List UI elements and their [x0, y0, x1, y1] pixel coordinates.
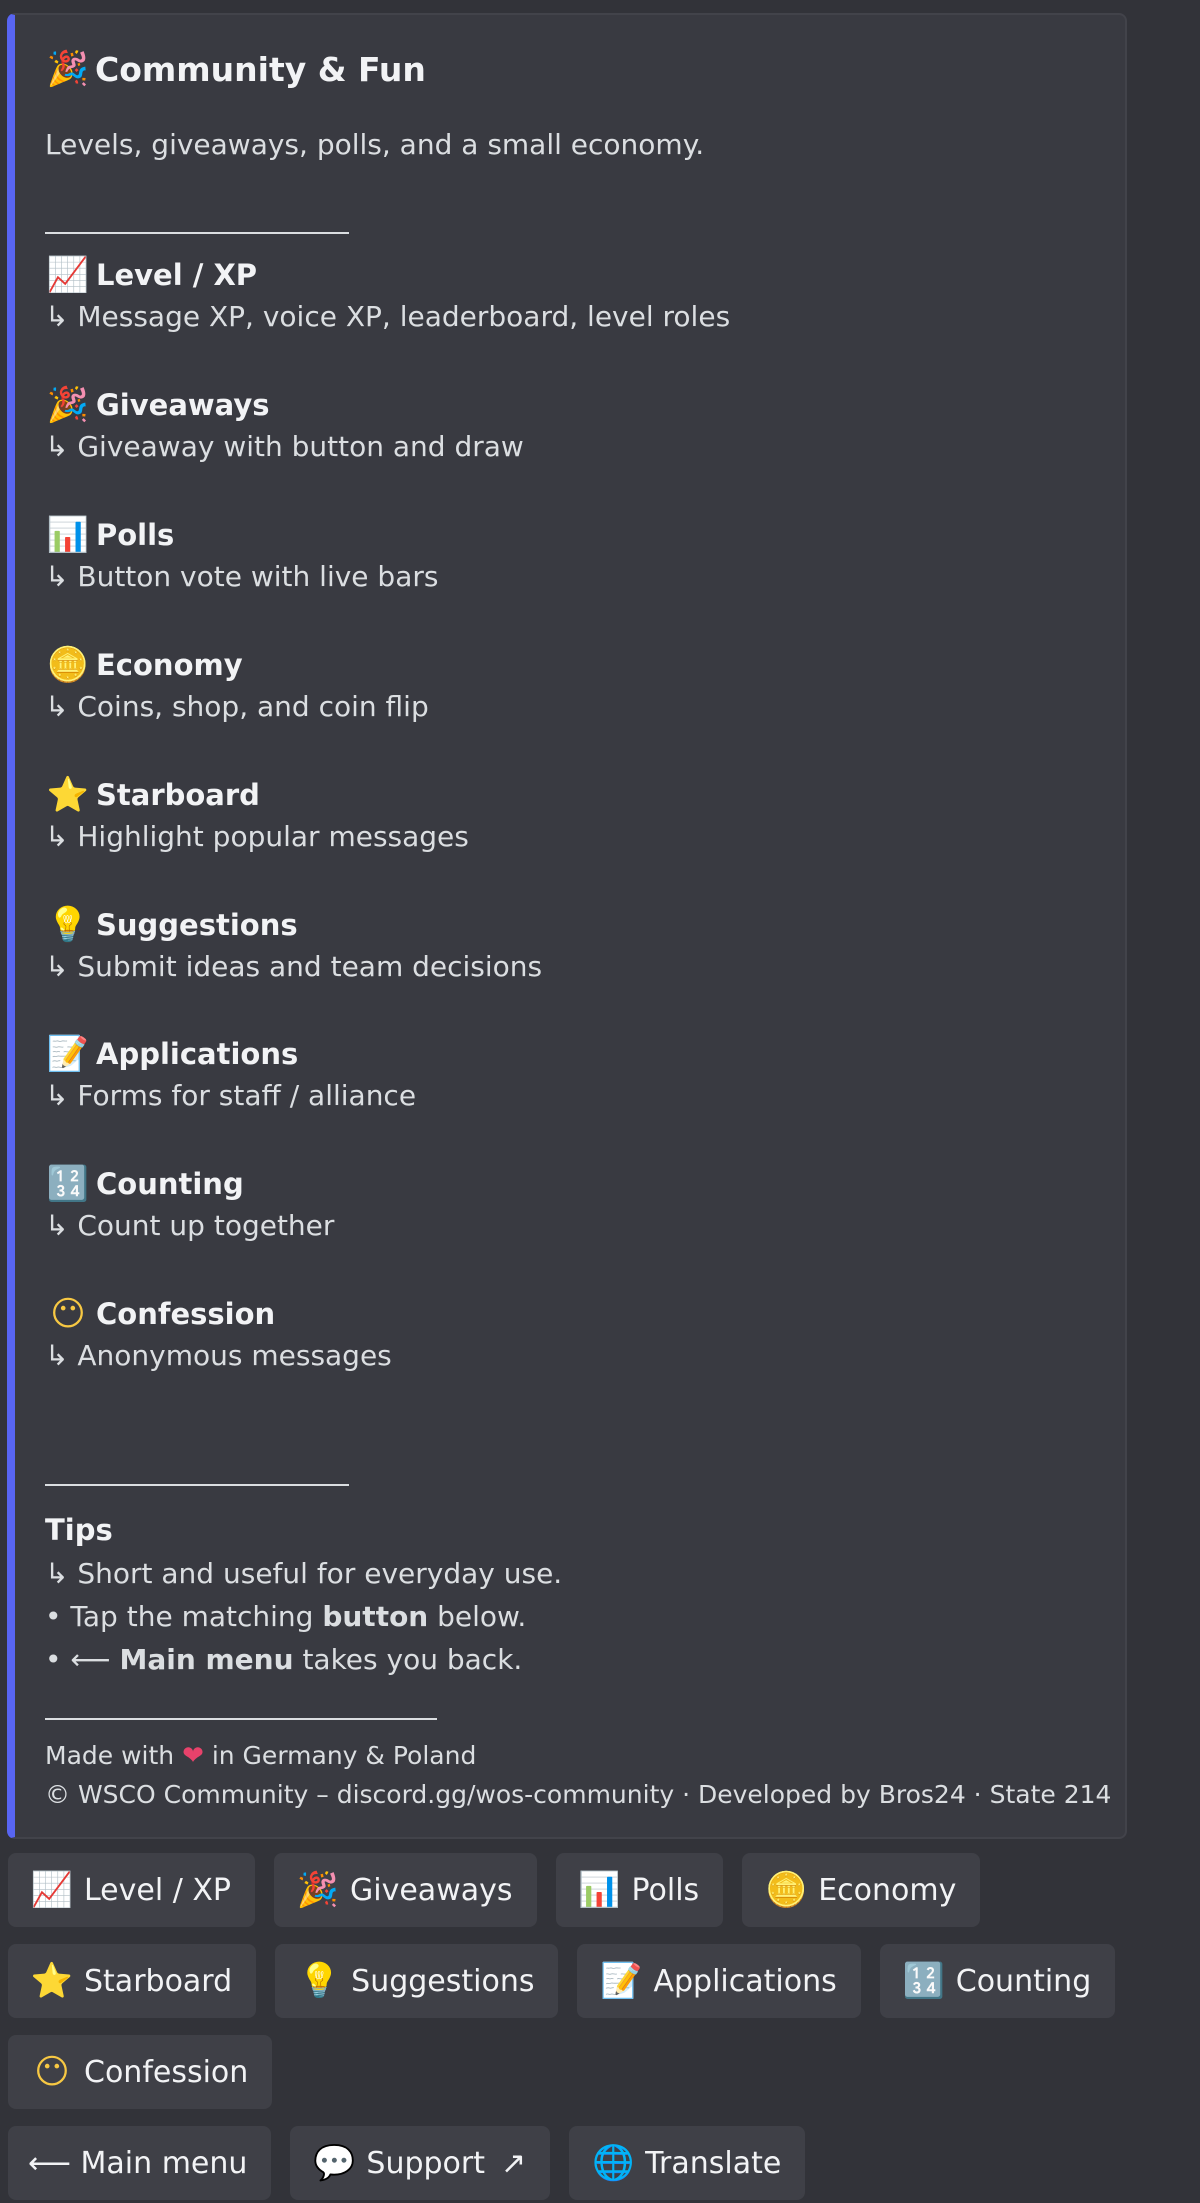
star-icon: ⭐ [46, 775, 90, 815]
feature-title: Polls [96, 518, 175, 552]
feature-counting: 🔢 Counting ↳ Count up together [45, 1162, 1095, 1246]
party-popper-icon: 🎉 [46, 49, 90, 89]
feature-desc: ↳ Button vote with live bars [45, 560, 439, 593]
chart-increasing-icon: 📈 [46, 255, 90, 295]
feature-desc: ↳ Anonymous messages [45, 1339, 392, 1372]
feature-title: Starboard [96, 778, 260, 812]
feature-title: Economy [96, 648, 243, 682]
feature-polls: 📊 Polls ↳ Button vote with live bars [45, 513, 1095, 597]
tips-line: • ⟵ Main menu takes you back. [45, 1643, 523, 1676]
light-bulb-icon: 💡 [297, 1961, 341, 2001]
feature-suggestions: 💡 Suggestions ↳ Submit ideas and team de… [45, 903, 1095, 987]
bar-chart-icon: 📊 [578, 1870, 621, 1910]
suggestions-button[interactable]: 💡 Suggestions [275, 1944, 559, 2018]
level-xp-button[interactable]: 📈 Level / XP [8, 1853, 256, 1927]
coin-icon: 🪙 [765, 1870, 808, 1910]
heart-icon: ❤ [182, 1741, 204, 1771]
chart-increasing-icon: 📈 [30, 1870, 74, 1910]
no-mouth-face-icon: 😶 [34, 2052, 70, 2092]
feature-desc: ↳ Highlight popular messages [45, 820, 469, 853]
external-link-icon: ↗ [501, 2145, 527, 2181]
feature-desc: ↳ Giveaway with button and draw [45, 430, 524, 463]
translate-button[interactable]: 🌐 Translate [569, 2126, 806, 2200]
embed-card: 🎉 Community & Fun Levels, giveaways, pol… [7, 13, 1127, 1839]
feature-economy: 🪙 Economy ↳ Coins, shop, and coin flip [45, 643, 1095, 727]
button-row-4: ⟵ Main menu 💬 Support ↗ 🌐 Translate [8, 2126, 806, 2200]
starboard-button[interactable]: ⭐ Starboard [8, 1944, 257, 2018]
star-icon: ⭐ [30, 1961, 74, 2001]
no-mouth-face-icon: 😶 [50, 1294, 86, 1334]
feature-title: Counting [96, 1167, 244, 1201]
button-row-1: 📈 Level / XP 🎉 Giveaways 📊 Polls 🪙 Econo… [8, 1853, 981, 1927]
party-popper-icon: 🎉 [46, 385, 90, 425]
bar-chart-icon: 📊 [46, 515, 90, 555]
feature-desc: ↳ Forms for staff / alliance [45, 1079, 417, 1112]
giveaways-button[interactable]: 🎉 Giveaways [274, 1853, 537, 1927]
economy-button[interactable]: 🪙 Economy [742, 1853, 981, 1927]
button-row-2: ⭐ Starboard 💡 Suggestions 📝 Applications… [8, 1944, 1116, 2018]
feature-applications: 📝 Applications ↳ Forms for staff / allia… [45, 1032, 1095, 1116]
applications-button[interactable]: 📝 Applications [577, 1944, 861, 2018]
footer-copyright: © WSCO Community – discord.gg/wos-commun… [45, 1780, 1112, 1809]
tips-line: • Tap the matching button below. [45, 1600, 527, 1633]
confession-button[interactable]: 😶 Confession [8, 2035, 273, 2109]
numbers-icon: 🔢 [902, 1961, 945, 2001]
counting-button[interactable]: 🔢 Counting [879, 1944, 1116, 2018]
footer-made-with: Made with ❤ in Germany & Poland [45, 1741, 477, 1771]
feature-giveaways: 🎉 Giveaways ↳ Giveaway with button and d… [45, 383, 1095, 467]
embed-description: Levels, giveaways, polls, and a small ec… [45, 128, 705, 161]
feature-title: Suggestions [96, 908, 298, 942]
speech-bubble-icon: 💬 [313, 2143, 356, 2183]
feature-desc: ↳ Coins, shop, and coin flip [45, 690, 429, 723]
embed-title: Community & Fun [95, 49, 426, 89]
feature-title: Level / XP [96, 258, 258, 292]
feature-title: Giveaways [96, 388, 270, 422]
feature-title: Applications [96, 1037, 299, 1071]
main-menu-button[interactable]: ⟵ Main menu [8, 2126, 272, 2200]
tips-line: ↳ Short and useful for everyday use. [45, 1557, 563, 1590]
memo-icon: 📝 [46, 1034, 90, 1074]
feature-starboard: ⭐ Starboard ↳ Highlight popular messages [45, 773, 1095, 857]
divider [45, 232, 349, 234]
memo-icon: 📝 [600, 1961, 643, 2001]
light-bulb-icon: 💡 [46, 905, 90, 945]
tips-section: Tips ↳ Short and useful for everyday use… [45, 1509, 562, 1681]
feature-desc: ↳ Count up together [45, 1209, 335, 1242]
embed-title-row: 🎉 Community & Fun [45, 45, 426, 93]
divider [45, 1718, 437, 1720]
feature-desc: ↳ Message XP, voice XP, leaderboard, lev… [45, 300, 731, 333]
feature-title: Confession [96, 1297, 276, 1331]
divider [45, 1484, 349, 1486]
feature-level-xp: 📈 Level / XP ↳ Message XP, voice XP, lea… [45, 253, 1095, 337]
feature-confession: 😶 Confession ↳ Anonymous messages [45, 1292, 1095, 1376]
numbers-icon: 🔢 [46, 1164, 90, 1204]
polls-button[interactable]: 📊 Polls [555, 1853, 724, 1927]
button-row-3: 😶 Confession [8, 2035, 273, 2109]
support-button[interactable]: 💬 Support ↗ [290, 2126, 551, 2200]
globe-icon: 🌐 [591, 2143, 635, 2183]
tips-title: Tips [45, 1513, 113, 1547]
coin-icon: 🪙 [46, 645, 90, 685]
party-popper-icon: 🎉 [296, 1870, 340, 1910]
feature-desc: ↳ Submit ideas and team decisions [45, 950, 543, 983]
